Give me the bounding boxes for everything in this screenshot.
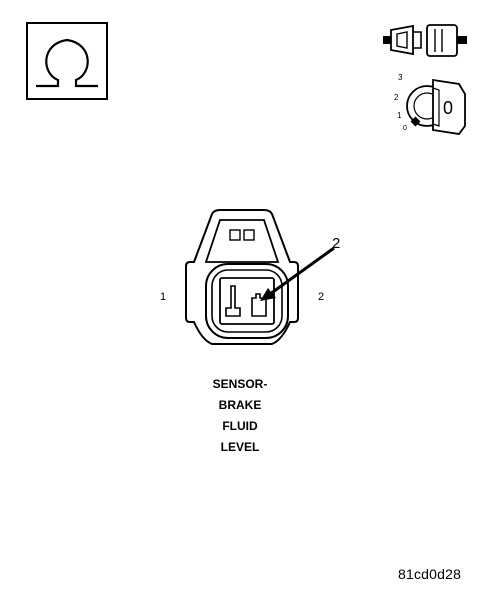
figure-id: 81cd0d28 (398, 566, 462, 582)
ignition-position-2: 2 (394, 93, 399, 102)
caption-line-4: LEVEL (220, 440, 260, 454)
caption-line-3: FLUID (222, 419, 258, 433)
ignition-key-icon: 3 2 1 0 0 (393, 68, 473, 145)
caption-line-1: SENSOR- (212, 377, 268, 391)
pin-label-1: 1 (160, 291, 166, 303)
caption-line-2: BRAKE (218, 398, 262, 412)
callout-label-2: 2 (332, 235, 340, 252)
ignition-key-label: 0 (443, 98, 453, 118)
disconnected-connector-icon (383, 20, 473, 67)
ignition-position-1: 1 (397, 111, 402, 120)
ohm-symbol-icon (26, 22, 108, 100)
sensor-connector-drawing: 1 2 2 (150, 200, 350, 375)
component-caption: SENSOR- BRAKE FLUID LEVEL (190, 374, 290, 458)
pin-label-2: 2 (318, 291, 324, 303)
ignition-position-3: 3 (398, 73, 403, 82)
ignition-position-0: 0 (403, 125, 407, 132)
